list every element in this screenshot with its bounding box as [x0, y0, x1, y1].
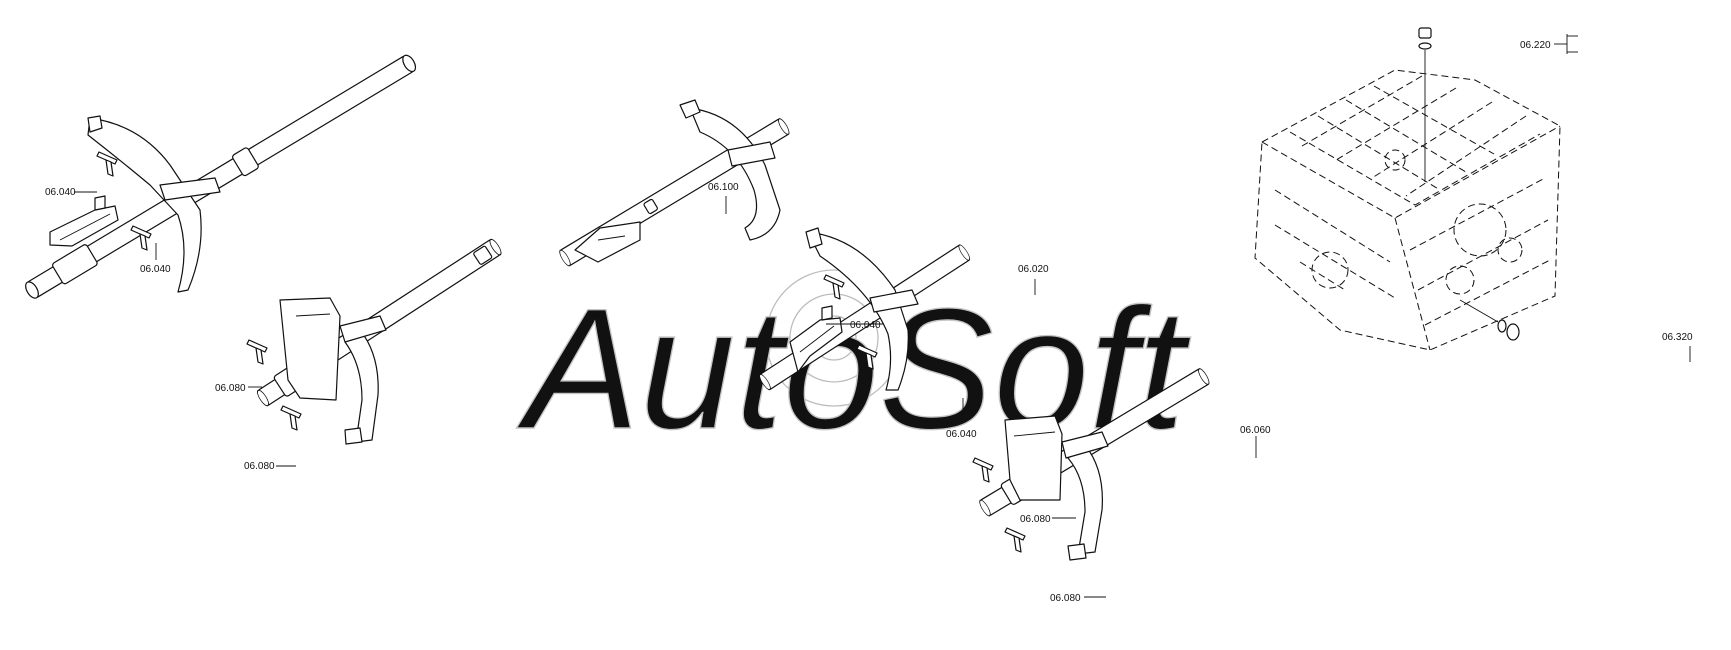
callout-06-100: 06.100 — [708, 182, 739, 193]
callout-labels: 06.040 06.040 06.080 06.080 06.100 06.02… — [45, 40, 1693, 604]
shift-rod-assembly-5 — [977, 366, 1212, 561]
shift-rod-assembly-3 — [557, 99, 792, 268]
callout-06-060: 06.060 — [1240, 425, 1271, 436]
shift-rod-assembly-1 — [22, 52, 419, 301]
callout-06-220: 06.220 — [1520, 40, 1551, 51]
callout-06-080: 06.080 — [1020, 514, 1051, 525]
callout-06-080: 06.080 — [215, 383, 246, 394]
callout-06-040: 06.040 — [850, 320, 881, 331]
callout-06-040: 06.040 — [140, 264, 171, 275]
transmission-housing — [1254, 69, 1561, 351]
autosoft-watermark: AutoSoft — [515, 269, 1192, 466]
leader-lines — [74, 34, 1691, 598]
screw-plug-06-220 — [1418, 27, 1432, 182]
callout-06-020: 06.020 — [1018, 264, 1049, 275]
screw-plug-06-320 — [1459, 299, 1520, 341]
callout-06-040: 06.040 — [946, 429, 977, 440]
callout-06-080: 06.080 — [1050, 593, 1081, 604]
callout-06-080: 06.080 — [244, 461, 275, 472]
shift-rod-assembly-4 — [757, 227, 972, 392]
watermark-text: AutoSoft — [516, 273, 1191, 465]
callout-06-040: 06.040 — [45, 187, 76, 198]
shift-rod-assembly-2 — [254, 237, 504, 445]
callout-06-320: 06.320 — [1662, 332, 1693, 343]
